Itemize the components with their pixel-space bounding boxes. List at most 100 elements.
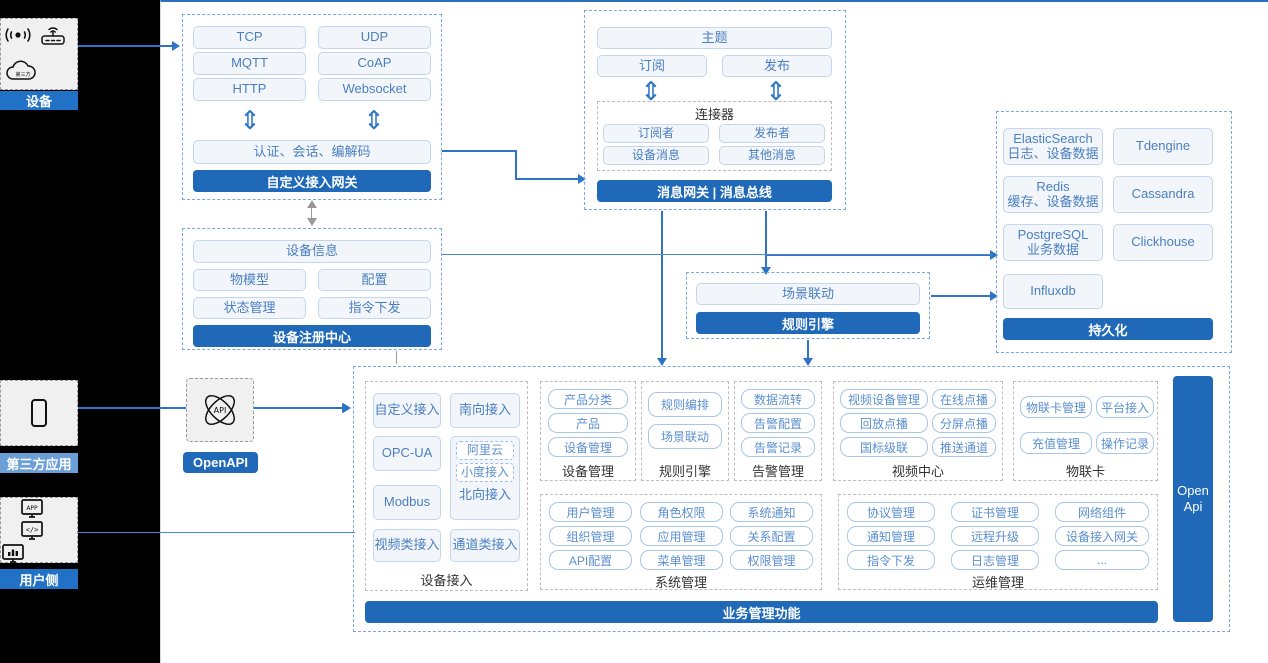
store-postgresql[interactable]: PostgreSQL 业务数据: [1003, 224, 1103, 261]
device-registry-group: [182, 228, 442, 350]
device-access-modbus[interactable]: Modbus: [373, 485, 441, 520]
scene-linkage-chip[interactable]: 场景联动: [696, 283, 920, 305]
store-clickhouse[interactable]: Clickhouse: [1113, 224, 1213, 261]
sm-api-config[interactable]: API配置: [549, 550, 632, 570]
northbound-aliyun[interactable]: 阿里云: [456, 441, 514, 460]
sm-org-management[interactable]: 组织管理: [549, 526, 632, 546]
protocol-coap[interactable]: CoAP: [318, 52, 431, 75]
store-redis[interactable]: Redis 缓存、设备数据: [1003, 176, 1103, 213]
connector-gateway-to-msgbus-h1: [442, 150, 517, 152]
actor-user-side-icons: APP </>: [0, 497, 78, 563]
sm-permission-management[interactable]: 权限管理: [730, 550, 813, 570]
open-api-side-bar[interactable]: Open Api: [1173, 376, 1213, 622]
connector-subscriber[interactable]: 订阅者: [603, 124, 709, 143]
subscribe-chip[interactable]: 订阅: [597, 55, 707, 77]
vc-push-channel[interactable]: 推送通道: [932, 437, 996, 457]
custom-access-gateway-banner[interactable]: 自定义接入网关: [193, 170, 431, 192]
device-access-video[interactable]: 视频类接入: [373, 529, 441, 562]
connector-rule-to-persist: [931, 295, 992, 297]
device-registry-banner[interactable]: 设备注册中心: [193, 325, 431, 347]
dm-product[interactable]: 产品: [548, 413, 628, 433]
om-network-component[interactable]: 网络组件: [1055, 502, 1149, 522]
connector-msgbus-to-rule-v2: [765, 255, 767, 270]
protocol-tcp[interactable]: TCP: [193, 26, 306, 49]
sm-system-notice[interactable]: 系统通知: [730, 502, 813, 522]
module-rule-engine-group: [641, 381, 729, 481]
sm-relation-config[interactable]: 关系配置: [730, 526, 813, 546]
module-alarm-management-caption: 告警管理: [751, 464, 804, 479]
device-access-custom[interactable]: 自定义接入: [373, 393, 441, 428]
om-command-dispatch[interactable]: 指令下发: [847, 550, 935, 570]
ic-operation-record[interactable]: 操作记录: [1096, 432, 1154, 454]
vc-online-play[interactable]: 在线点播: [932, 389, 996, 409]
state-management-chip[interactable]: 状态管理: [193, 297, 306, 319]
protocol-mqtt[interactable]: MQTT: [193, 52, 306, 75]
device-access-southbound[interactable]: 南向接入: [450, 393, 520, 428]
publish-chip[interactable]: 发布: [722, 55, 832, 77]
store-tdengine[interactable]: Tdengine: [1113, 128, 1213, 165]
openapi-icon-tile: API: [186, 378, 254, 442]
om-cert-management[interactable]: 证书管理: [951, 502, 1039, 522]
openapi-label[interactable]: OpenAPI: [183, 452, 258, 473]
om-log-management[interactable]: 日志管理: [951, 550, 1039, 570]
thing-model-chip[interactable]: 物模型: [193, 269, 306, 291]
business-management-banner[interactable]: 业务管理功能: [365, 601, 1158, 623]
module-device-management-group: [540, 381, 636, 481]
om-more[interactable]: ...: [1055, 550, 1149, 570]
store-elasticsearch[interactable]: ElasticSearch 日志、设备数据: [1003, 128, 1103, 165]
command-dispatch-chip[interactable]: 指令下发: [318, 297, 431, 319]
dm-device-management[interactable]: 设备管理: [548, 437, 628, 457]
device-access-northbound-box[interactable]: 阿里云 小度接入 北向接入: [450, 436, 520, 520]
config-chip[interactable]: 配置: [318, 269, 431, 291]
persistence-banner[interactable]: 持久化: [1003, 318, 1213, 340]
om-notice-management[interactable]: 通知管理: [847, 526, 935, 546]
vc-gb-cascade[interactable]: 国标级联: [840, 437, 928, 457]
store-sub: 业务数据: [1026, 241, 1079, 257]
device-access-channel[interactable]: 通道类接入: [450, 529, 520, 562]
am-alarm-config[interactable]: 告警配置: [741, 413, 815, 433]
vc-split-screen-play[interactable]: 分屏点播: [932, 413, 996, 433]
sm-user-management[interactable]: 用户管理: [549, 502, 632, 522]
northbound-xiaodu[interactable]: 小度接入: [456, 463, 514, 482]
auth-session-codec[interactable]: 认证、会话、编解码: [193, 140, 431, 164]
protocol-websocket[interactable]: Websocket: [318, 78, 431, 101]
code-window-icon: </>: [20, 520, 59, 542]
am-alarm-record[interactable]: 告警记录: [741, 437, 815, 457]
connector-publisher[interactable]: 发布者: [719, 124, 825, 143]
store-cassandra[interactable]: Cassandra: [1113, 176, 1213, 213]
ic-recharge-management[interactable]: 充值管理: [1020, 432, 1092, 454]
updown-arrow-right-icon: ⇕: [363, 105, 385, 135]
om-device-access-gateway[interactable]: 设备接入网关: [1055, 526, 1149, 546]
dm-product-category[interactable]: 产品分类: [548, 389, 628, 409]
connector-msgbus-to-persist-v: [765, 211, 767, 256]
re-rule-orchestration[interactable]: 规则编排: [648, 392, 722, 417]
message-gateway-banner[interactable]: 消息网关 | 消息总线: [597, 180, 832, 202]
vc-playback[interactable]: 回放点播: [840, 413, 928, 433]
protocol-udp[interactable]: UDP: [318, 26, 431, 49]
om-protocol-management[interactable]: 协议管理: [847, 502, 935, 522]
protocol-http[interactable]: HTTP: [193, 78, 306, 101]
connector-msgbus-to-rule-v1: [765, 211, 767, 212]
module-alarm-management-group: [734, 381, 822, 481]
sm-app-management[interactable]: 应用管理: [640, 526, 723, 546]
northbound-label: 北向接入: [458, 487, 511, 502]
rule-engine-banner[interactable]: 规则引擎: [696, 312, 920, 334]
device-access-opcua[interactable]: OPC-UA: [373, 436, 441, 471]
ic-platform-access[interactable]: 平台接入: [1096, 396, 1154, 418]
om-remote-upgrade[interactable]: 远程升级: [951, 526, 1039, 546]
device-info-chip[interactable]: 设备信息: [193, 240, 431, 263]
connector-other-message[interactable]: 其他消息: [719, 146, 825, 165]
re-scene-linkage[interactable]: 场景联动: [648, 424, 722, 449]
updown-arrow-publish-icon: ⇕: [765, 76, 787, 106]
vc-video-device-management[interactable]: 视频设备管理: [840, 389, 928, 409]
sm-role-permission[interactable]: 角色权限: [640, 502, 723, 522]
store-name: PostgreSQL: [1017, 226, 1089, 242]
topic-chip[interactable]: 主题: [597, 27, 832, 49]
module-system-management-caption: 系统管理: [654, 575, 707, 590]
sm-menu-management[interactable]: 菜单管理: [640, 550, 723, 570]
store-influxdb[interactable]: Influxdb: [1003, 274, 1103, 309]
connector-device-message[interactable]: 设备消息: [603, 146, 709, 165]
ic-iot-card-management[interactable]: 物联卡管理: [1020, 396, 1092, 418]
am-data-flow[interactable]: 数据流转: [741, 389, 815, 409]
actor-third-party-app-icons: [0, 380, 78, 446]
